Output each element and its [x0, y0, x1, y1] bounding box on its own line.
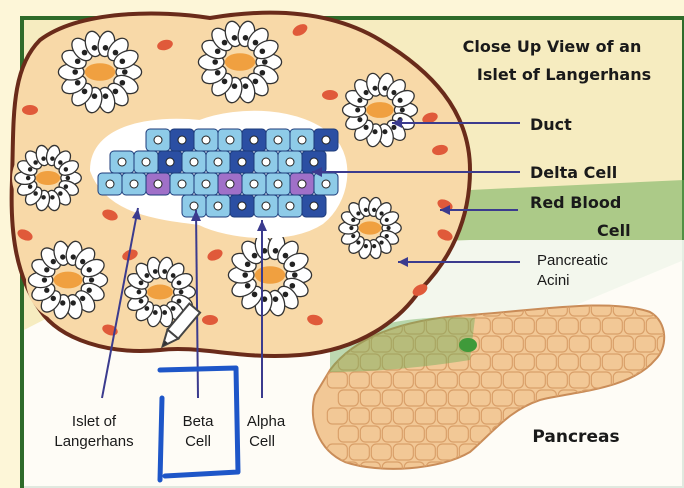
title-line-2: Islet of Langerhans [477, 65, 651, 84]
title-line-1: Close Up View of an [463, 37, 642, 56]
red-blood-cell-label-2: Cell [597, 221, 631, 240]
acinus [12, 142, 84, 214]
acinus [336, 194, 404, 262]
red-blood-cell [207, 249, 223, 261]
red-blood-cell [437, 229, 453, 241]
acinus [196, 18, 284, 106]
red-blood-cell [17, 229, 33, 241]
red-blood-cell [157, 39, 173, 51]
acinus [122, 254, 198, 330]
alpha-cell-label-1: Alpha [247, 413, 286, 430]
alpha-cell-label-2: Cell [249, 433, 275, 450]
pancreatic-acini-label-1: Pancreatic [537, 252, 608, 269]
islet-leader [101, 207, 139, 399]
acinus [56, 28, 144, 116]
red-blood-cell [22, 105, 38, 115]
red-blood-cell [102, 209, 118, 221]
islet-label-1: Islet of [72, 413, 117, 430]
acinus [226, 231, 314, 319]
delta-cell-label: Delta Cell [530, 163, 617, 182]
red-blood-cell-label-1: Red Blood [530, 193, 621, 212]
red-blood-cell [432, 144, 448, 156]
pancreas-label: Pancreas [532, 427, 619, 447]
red-blood-cell [307, 314, 323, 326]
islet-marker [459, 338, 477, 352]
pancreatic-acini-label-2: Acini [537, 272, 570, 289]
red-blood-cell [322, 90, 338, 100]
red-blood-cell [292, 24, 308, 36]
red-blood-cell [412, 284, 428, 296]
acinus [26, 238, 110, 322]
duct-label: Duct [530, 115, 572, 134]
islet-label-2: Langerhans [54, 433, 133, 450]
acinus [340, 70, 420, 150]
red-blood-cell [202, 315, 218, 325]
pancreatic-acini [12, 18, 420, 330]
beta-cell-label-2: Cell [185, 433, 211, 450]
red-blood-cell [422, 112, 438, 124]
pencil-cursor-icon[interactable] [157, 302, 202, 351]
beta-cell-label-1: Beta [183, 413, 215, 430]
islet-of-langerhans [89, 110, 348, 239]
hand-drawn-annotation [157, 365, 241, 483]
